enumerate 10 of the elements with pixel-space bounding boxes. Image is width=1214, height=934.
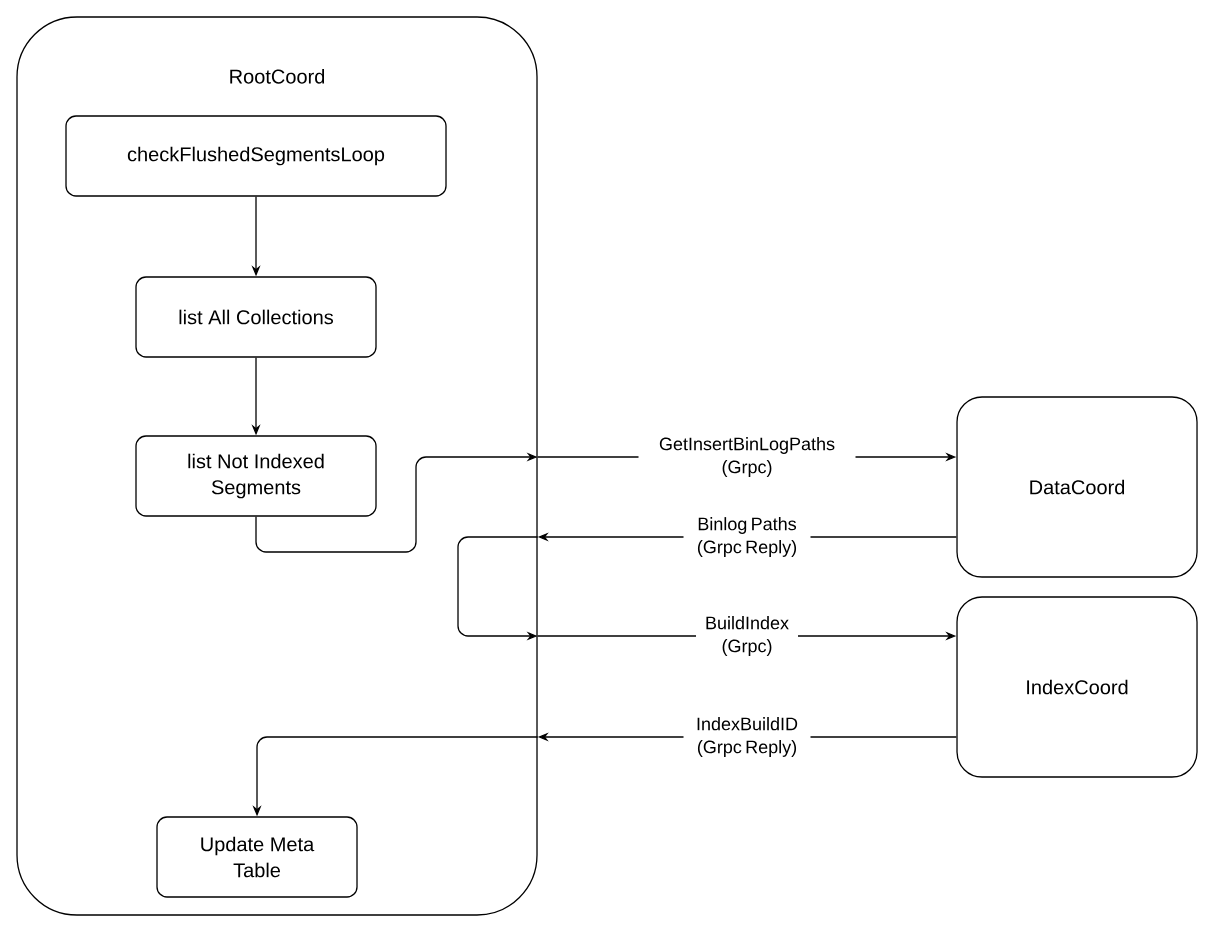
process-box: list All Collections [135, 276, 377, 358]
edge-label: Binlog Paths (Grpc Reply) [683, 516, 811, 558]
service-box: DataCoord [956, 396, 1198, 578]
service-box: IndexCoord [956, 596, 1198, 778]
edge-label: BuildIndex (Grpc) [696, 615, 798, 657]
edge-label: GetInsertBinLogPaths (Grpc) [638, 436, 856, 478]
process-box: Update Meta Table [156, 816, 358, 898]
process-box: checkFlushedSegmentsLoop [65, 115, 447, 197]
edge-label: IndexBuildID (Grpc Reply) [683, 716, 811, 758]
process-box: list Not Indexed Segments [135, 435, 377, 517]
